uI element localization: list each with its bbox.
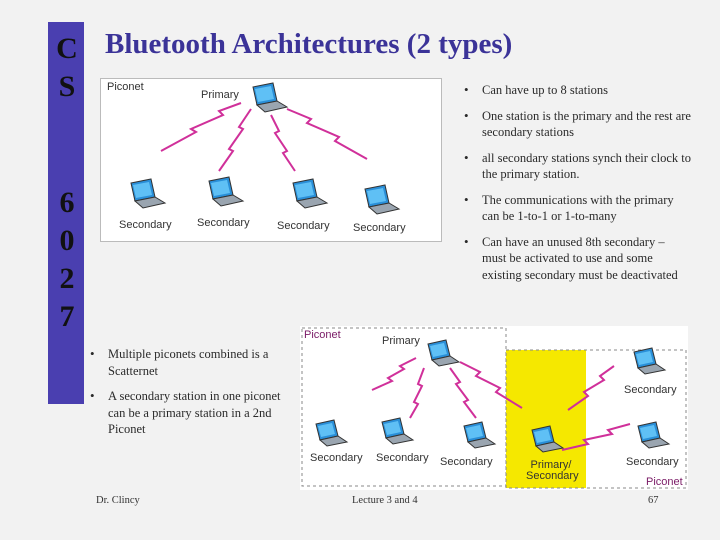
piconet-label: Piconet — [646, 476, 683, 488]
bullet-item: One station is the primary and the rest … — [460, 108, 692, 141]
sidebar-letter: 2 — [59, 262, 75, 295]
secondary-laptop-icon — [292, 178, 328, 209]
piconet-bullets: Can have up to 8 stations One station is… — [460, 82, 692, 292]
lightning-icon — [218, 108, 252, 172]
primary-secondary-line1: Primary/ — [530, 459, 572, 471]
secondary-label: Secondary — [626, 456, 679, 468]
secondary-label: Secondary — [277, 220, 330, 232]
bullet-item: all secondary stations synch their clock… — [460, 150, 692, 183]
sidebar-letter: 7 — [59, 300, 75, 333]
secondary-label: Secondary — [310, 452, 363, 464]
primary-laptop-icon — [252, 82, 288, 113]
scatternet-diagram — [301, 327, 687, 489]
secondary-label: Secondary — [624, 384, 677, 396]
lightning-icon — [286, 108, 368, 160]
secondary-label: Secondary — [353, 222, 406, 234]
lightning-icon — [371, 357, 417, 391]
piconet-figure: Piconet Primary Secondary Secondary Seco… — [100, 78, 442, 242]
lightning-icon — [459, 361, 523, 409]
bullet-item: The communications with the primary can … — [460, 192, 692, 225]
bullet-item: Can have up to 8 stations — [460, 82, 692, 99]
primary-label: Primary — [201, 89, 239, 101]
secondary-label: Secondary — [440, 456, 493, 468]
sidebar-letter: 0 — [59, 224, 75, 257]
footer-author: Dr. Clincy — [96, 495, 140, 506]
bullet-item: Can have an unused 8th secondary – must … — [460, 234, 692, 284]
sidebar-letter: 6 — [59, 186, 75, 219]
scatternet-bullets: Multiple piconets combined is a Scattern… — [86, 346, 296, 447]
primary-label: Primary — [382, 335, 420, 347]
lightning-icon — [567, 365, 615, 411]
lightning-icon — [160, 102, 242, 152]
footer-lecture: Lecture 3 and 4 — [352, 495, 418, 506]
sidebar-letter: C — [56, 32, 78, 65]
piconet-diagram — [130, 82, 400, 215]
bullet-item: A secondary station in one piconet can b… — [86, 388, 296, 438]
sidebar-letter: S — [58, 70, 76, 103]
lightning-icon — [449, 367, 477, 419]
lightning-icon — [270, 114, 296, 172]
scatternet-figure: Piconet Piconet Primary Secondary Second… — [300, 326, 688, 490]
secondary-laptop-icon — [364, 184, 400, 215]
primary-secondary-label: Primary/ Secondary — [526, 459, 579, 482]
lightning-icon — [561, 423, 631, 451]
secondary-laptop-icon — [130, 178, 166, 209]
piconet-label: Piconet — [304, 329, 341, 341]
secondary-laptop-icon — [208, 176, 244, 207]
secondary-label: Secondary — [119, 219, 172, 231]
footer-page-number: 67 — [648, 495, 659, 506]
secondary-label: Secondary — [376, 452, 429, 464]
primary-secondary-highlight — [506, 350, 586, 488]
slide-title: Bluetooth Architectures (2 types) — [105, 28, 513, 60]
sidebar-bar — [48, 22, 84, 404]
secondary-label: Secondary — [197, 217, 250, 229]
piconet-label: Piconet — [107, 81, 144, 93]
primary-secondary-line2: Secondary — [526, 470, 579, 482]
bullet-item: Multiple piconets combined is a Scattern… — [86, 346, 296, 379]
lightning-icon — [409, 367, 425, 419]
